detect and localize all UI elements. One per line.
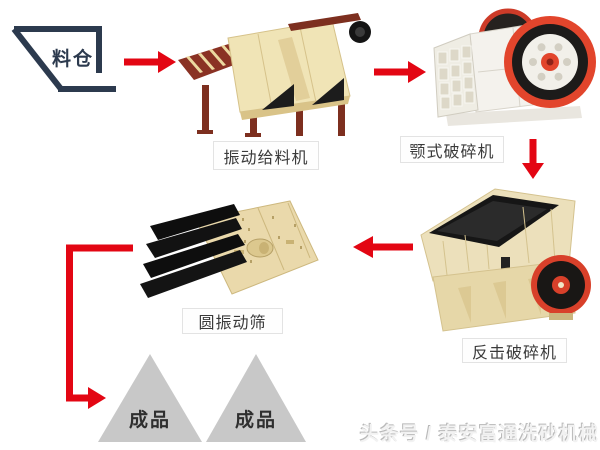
- product-pile-1: 成品: [98, 354, 202, 442]
- arrow-right-icon: [374, 61, 426, 83]
- product-triangle-icon: [206, 354, 306, 442]
- arrow-down-icon: [522, 139, 544, 179]
- silo-label: 料仓: [52, 49, 95, 70]
- vibrating-screen-image: [140, 200, 319, 298]
- product-label: 成品: [128, 410, 171, 431]
- impact-crusher-image: [420, 188, 591, 332]
- product-triangle-icon: [98, 354, 202, 442]
- vibrating-feeder-image: [178, 13, 371, 137]
- vibrating-screen-label: 圆振动筛: [182, 308, 283, 334]
- jaw-crusher-label: 颚式破碎机: [400, 136, 504, 163]
- jaw-crusher-image: [433, 8, 596, 126]
- arrow-right-icon: [124, 51, 176, 73]
- vibrating-feeder-label: 振动给料机: [213, 141, 319, 170]
- product-pile-2: 成品: [206, 354, 306, 442]
- watermark-text: 头条号 / 泰安富通洗砂机械: [360, 424, 599, 445]
- product-label: 成品: [234, 410, 277, 431]
- impact-crusher-label: 反击破碎机: [462, 338, 567, 363]
- arrow-left-icon: [353, 236, 413, 258]
- elbow-arrow-icon: [66, 244, 133, 409]
- silo-icon: [11, 26, 116, 92]
